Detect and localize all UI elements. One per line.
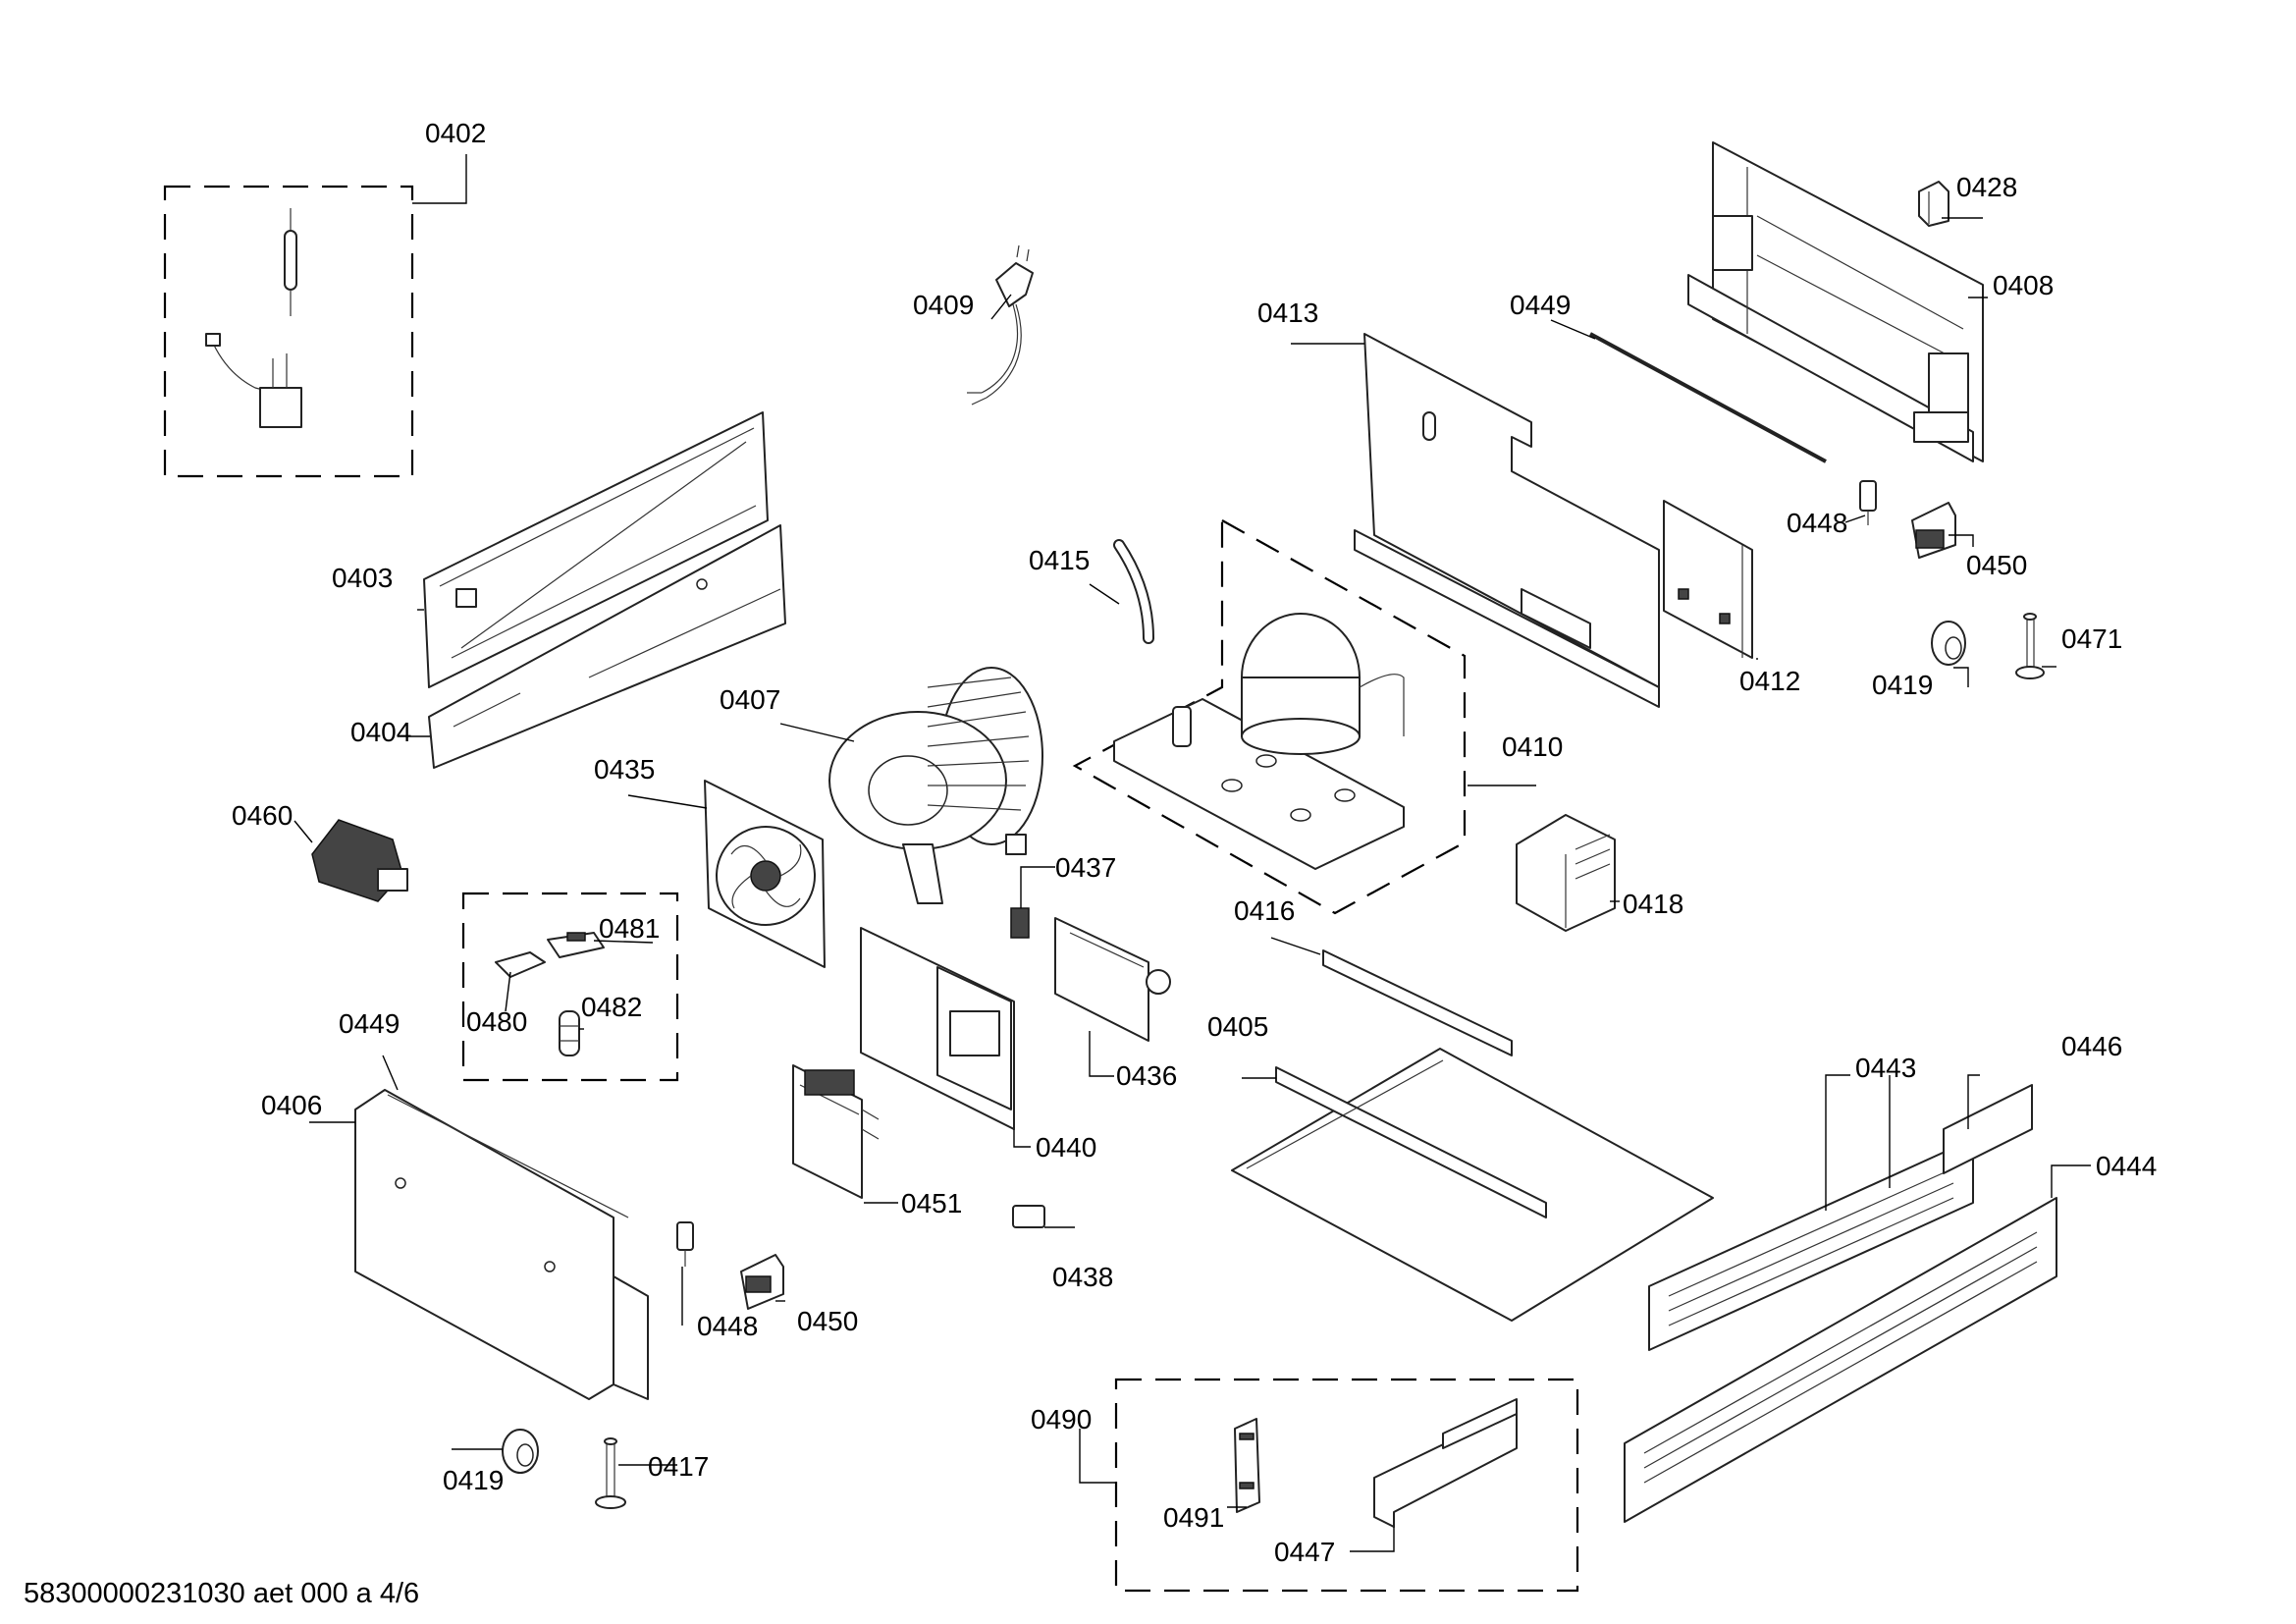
label-0428: 0428 <box>1956 172 2017 202</box>
label-0404: 0404 <box>350 717 411 747</box>
part-0448a-drawing <box>1859 480 1877 525</box>
part-0482-drawing <box>559 1010 580 1056</box>
part-0471-drawing <box>2015 613 2045 679</box>
part-0481-drawing <box>547 932 605 958</box>
label-0451: 0451 <box>901 1188 962 1218</box>
part-0416-drawing <box>1322 949 1513 1056</box>
part-0419b-drawing <box>502 1429 539 1474</box>
label-0409: 0409 <box>913 290 974 320</box>
group-box-0410 <box>1072 518 1467 915</box>
label-0407: 0407 <box>720 684 780 715</box>
part-0419a-drawing <box>1931 621 1966 666</box>
label-0481: 0481 <box>599 913 660 944</box>
label-0402: 0402 <box>425 118 486 148</box>
label-0406: 0406 <box>261 1090 322 1120</box>
part-0448b-drawing <box>676 1221 694 1267</box>
part-0412-drawing <box>1663 500 1753 659</box>
part-0406-drawing <box>354 1089 649 1400</box>
document-id: 58300000231030 aet 000 a 4/6 <box>24 1578 419 1609</box>
label-0410: 0410 <box>1502 731 1563 762</box>
label-0450a: 0450 <box>1966 550 2027 580</box>
label-0412: 0412 <box>1739 666 1800 696</box>
part-0404-drawing <box>428 524 786 769</box>
part-0460-drawing <box>311 819 408 902</box>
label-0440: 0440 <box>1036 1132 1096 1163</box>
part-0413-drawing <box>1354 333 1660 708</box>
part-0403-drawing <box>423 411 769 688</box>
part-0435-drawing <box>704 780 826 968</box>
part-0480-drawing <box>495 951 546 978</box>
label-0447: 0447 <box>1274 1537 1335 1567</box>
label-0480: 0480 <box>466 1006 527 1037</box>
part-0418-drawing <box>1516 814 1616 932</box>
label-0490: 0490 <box>1031 1404 1092 1435</box>
label-0419a: 0419 <box>1872 670 1933 700</box>
part-0409-drawing <box>967 244 1034 406</box>
leader-lines <box>294 154 2091 1552</box>
label-0435: 0435 <box>594 754 655 785</box>
label-0446: 0446 <box>2061 1031 2122 1061</box>
part-0437-drawing <box>1010 907 1030 939</box>
part-0440-drawing <box>860 927 1015 1130</box>
label-0437: 0437 <box>1055 852 1116 883</box>
label-0436: 0436 <box>1116 1060 1177 1091</box>
label-0491: 0491 <box>1163 1502 1224 1533</box>
label-0444: 0444 <box>2096 1151 2157 1181</box>
part-labels: 0402 0409 0428 0408 0413 0449 0448 0450 … <box>232 118 2157 1567</box>
label-0448a: 0448 <box>1787 508 1847 538</box>
label-0413: 0413 <box>1257 298 1318 328</box>
part-0407-drawing <box>828 667 1043 904</box>
part-0417-drawing <box>595 1437 626 1509</box>
group-box-0490 <box>1114 1378 1579 1593</box>
label-0460: 0460 <box>232 800 293 831</box>
part-0410-drawing <box>1113 613 1405 870</box>
label-0417: 0417 <box>648 1451 709 1482</box>
label-0415: 0415 <box>1029 545 1090 575</box>
label-0443: 0443 <box>1855 1053 1916 1083</box>
label-0471: 0471 <box>2061 623 2122 654</box>
part-0436-drawing <box>1054 917 1171 1042</box>
part-0450a-drawing <box>1911 502 1956 559</box>
label-0449a: 0449 <box>1510 290 1571 320</box>
label-0408: 0408 <box>1993 270 2054 300</box>
group-box-0402 <box>163 185 414 478</box>
part-0491-drawing <box>1234 1418 1260 1513</box>
part-0438-drawing <box>1012 1205 1045 1228</box>
part-0443-drawing <box>1648 1084 2033 1351</box>
part-0451-drawing <box>792 1064 880 1199</box>
label-0449b: 0449 <box>339 1008 400 1039</box>
label-0416: 0416 <box>1234 895 1295 926</box>
part-0402-drawing <box>205 208 302 428</box>
label-0405: 0405 <box>1207 1011 1268 1042</box>
part-0449a-drawing <box>1589 332 1827 463</box>
label-0448b: 0448 <box>697 1311 758 1341</box>
label-0418: 0418 <box>1623 889 1683 919</box>
group-box-0481 <box>461 892 679 1082</box>
part-0444-drawing <box>1624 1197 2057 1523</box>
label-0482: 0482 <box>581 992 642 1022</box>
label-0419b: 0419 <box>443 1465 504 1495</box>
label-0403: 0403 <box>332 563 393 593</box>
part-0405-drawing <box>1231 1048 1714 1322</box>
part-0428-drawing <box>1918 181 1949 227</box>
label-0450b: 0450 <box>797 1306 858 1336</box>
part-0447-drawing <box>1373 1398 1518 1528</box>
part-0450b-drawing <box>740 1254 784 1310</box>
label-0438: 0438 <box>1052 1262 1113 1292</box>
part-0408-drawing <box>1687 141 1984 462</box>
